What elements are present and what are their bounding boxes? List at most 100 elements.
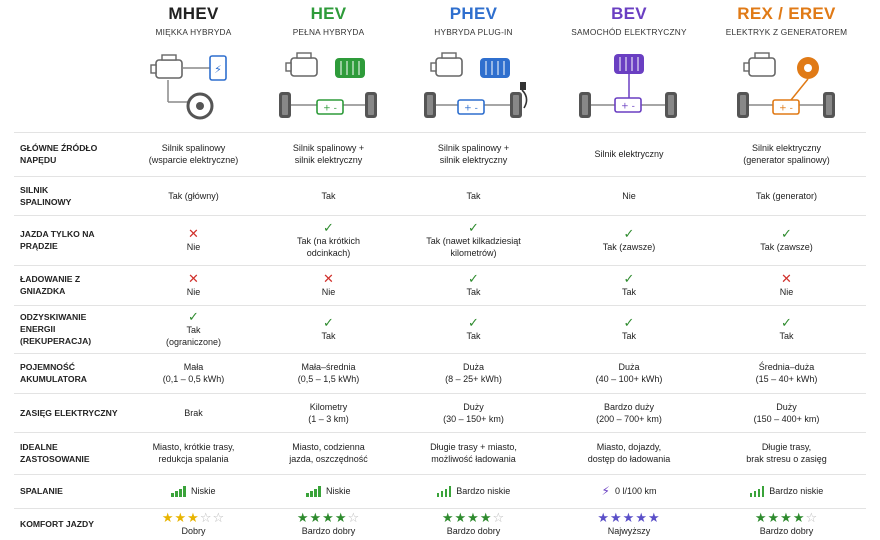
cross-icon: ✕ [188,226,199,241]
row-divider [14,132,866,133]
table-cell: Nie [551,176,707,215]
cell-text: Silnik elektryczny [594,149,664,159]
star-rating: ★★★★★ [597,511,660,525]
row-label: Jazda tylko na prądzie [20,215,124,265]
table-cell: Miasto, krótkie trasy, redukcja spalania [126,432,261,474]
star-filled-icon: ★ [792,510,806,525]
signal-bars-icon [171,485,186,497]
cell-text: Bardzo dobry [759,526,814,536]
cell-text: Tak [466,331,481,341]
cell-text: Silnik elektryczny (generator spalinowy) [743,143,830,165]
cell-text: Niskie [190,486,216,496]
cell-text: Tak [621,287,636,297]
row-divider [14,432,866,433]
row-divider [14,393,866,394]
table-cell: ★★★★★Najwyższy [551,508,707,540]
cell-text: Długie trasy, brak stresu o zasięg [746,442,827,464]
cell-text: Tak (nawet kilkadziesiąt kilometrów) [426,236,521,258]
signal-bars-icon [749,485,765,497]
cell-text: Tak [466,287,481,297]
star-rating: ★★★★☆ [755,511,818,525]
cell-text: Nie [321,287,336,297]
table-cell: ✓Tak [551,265,707,305]
column-subtitle: HYBRYDA PLUG-IN [434,27,513,37]
cell-text: Długie trasy + miasto, możliwość ładowan… [430,442,517,464]
cell-text: Miasto, krótkie trasy, redukcja spalania [152,442,235,464]
check-icon: ✓ [781,315,792,330]
table-cell: ✕Nie [126,265,261,305]
table-cell: Niskie [126,474,261,508]
star-empty-icon: ☆ [212,510,226,525]
table-cell: Kilometry (1 – 3 km) [261,393,396,432]
table-cell: Tak [396,176,551,215]
star-empty-icon: ☆ [347,510,361,525]
star-filled-icon: ★ [309,510,323,525]
cell-text: Silnik spalinowy (wsparcie elektryczne) [148,143,239,165]
cell-text: Duża (40 – 100+ kWh) [595,362,663,384]
table-cell: Silnik spalinowy (wsparcie elektryczne) [126,132,261,176]
table-cell: Silnik elektryczny [551,132,707,176]
table-cell: ✓Tak (zawsze) [707,215,866,265]
star-filled-icon: ★ [296,510,310,525]
row-label-text: Odzyskiwanie energii (rekuperacja) [20,312,92,346]
check-icon: ✓ [323,220,334,235]
column-subtitle: ELEKTRYK Z GENERATOREM [725,27,848,37]
full-hybrid-diagram-icon: + - [278,52,377,118]
column-title: REX / EREV [737,4,836,23]
row-label-text: Zasięg elektryczny [20,407,118,418]
table-cell: Duża (40 – 100+ kWh) [551,353,707,393]
star-empty-icon: ☆ [805,510,819,525]
check-icon: ✓ [468,271,479,286]
row-label: Główne źródło napędu [20,132,124,176]
lightning-icon: ⚡ [601,484,610,498]
star-filled-icon: ★ [622,510,636,525]
cell-text: 0 l/100 km [614,486,657,496]
table-cell: Długie trasy, brak stresu o zasięg [707,432,866,474]
cell-text: Duży (30 – 150+ km) [443,401,504,424]
star-filled-icon: ★ [754,510,768,525]
cell-text: Tak (zawsze) [760,242,813,252]
row-label: Ładowanie z gniazdka [20,265,124,305]
star-filled-icon: ★ [647,510,661,525]
cell-text: Tak (ograniczone) [165,325,222,347]
table-cell: ✓Tak (na krótkich odcinkach) [261,215,396,265]
star-rating: ★★★☆☆ [162,511,225,525]
row-divider [14,305,866,306]
cell-text: Tak (główny) [168,190,219,201]
star-filled-icon: ★ [441,510,455,525]
check-icon: ✓ [323,315,334,330]
table-cell: ★★★★☆Bardzo dobry [261,508,396,540]
table-cell: ✓Tak (zawsze) [551,215,707,265]
row-divider [14,176,866,177]
table-cell: Mała–średnia (0,5 – 1,5 kWh) [261,353,396,393]
star-filled-icon: ★ [597,510,611,525]
table-cell: ★★★☆☆Dobry [126,508,261,540]
cell-inline: Bardzo niskie [749,485,823,497]
row-label: Spalanie [20,474,124,508]
star-filled-icon: ★ [610,510,623,525]
cell-text: Tak [779,331,794,341]
row-label-text: Silnik spalinowy [20,184,72,207]
table-cell: Duży (150 – 400+ km) [707,393,866,432]
star-filled-icon: ★ [187,510,200,525]
cell-text: Mała (0,1 – 0,5 kWh) [162,362,225,384]
cell-text: Nie [186,242,201,252]
cell-inline: Niskie [171,485,216,497]
star-filled-icon: ★ [467,510,480,525]
table-cell: ✓Tak [396,305,551,353]
cell-text: Tak [321,331,336,341]
cell-text: Duża (8 – 25+ kWh) [445,362,502,384]
check-icon: ✓ [781,226,792,241]
check-icon: ✓ [468,220,479,235]
table-cell: ✕Nie [126,215,261,265]
column-subtitle: MIĘKKA HYBRYDA [155,27,232,37]
cell-text: Tak [621,331,636,341]
star-filled-icon: ★ [767,510,781,525]
star-filled-icon: ★ [161,510,175,525]
cell-text: Tak [466,190,481,201]
table-cell: Bardzo niskie [707,474,866,508]
row-divider [14,353,866,354]
signal-bars-icon [306,485,321,497]
check-icon: ✓ [188,309,199,324]
row-label-text: Komfort jazdy [20,519,94,529]
